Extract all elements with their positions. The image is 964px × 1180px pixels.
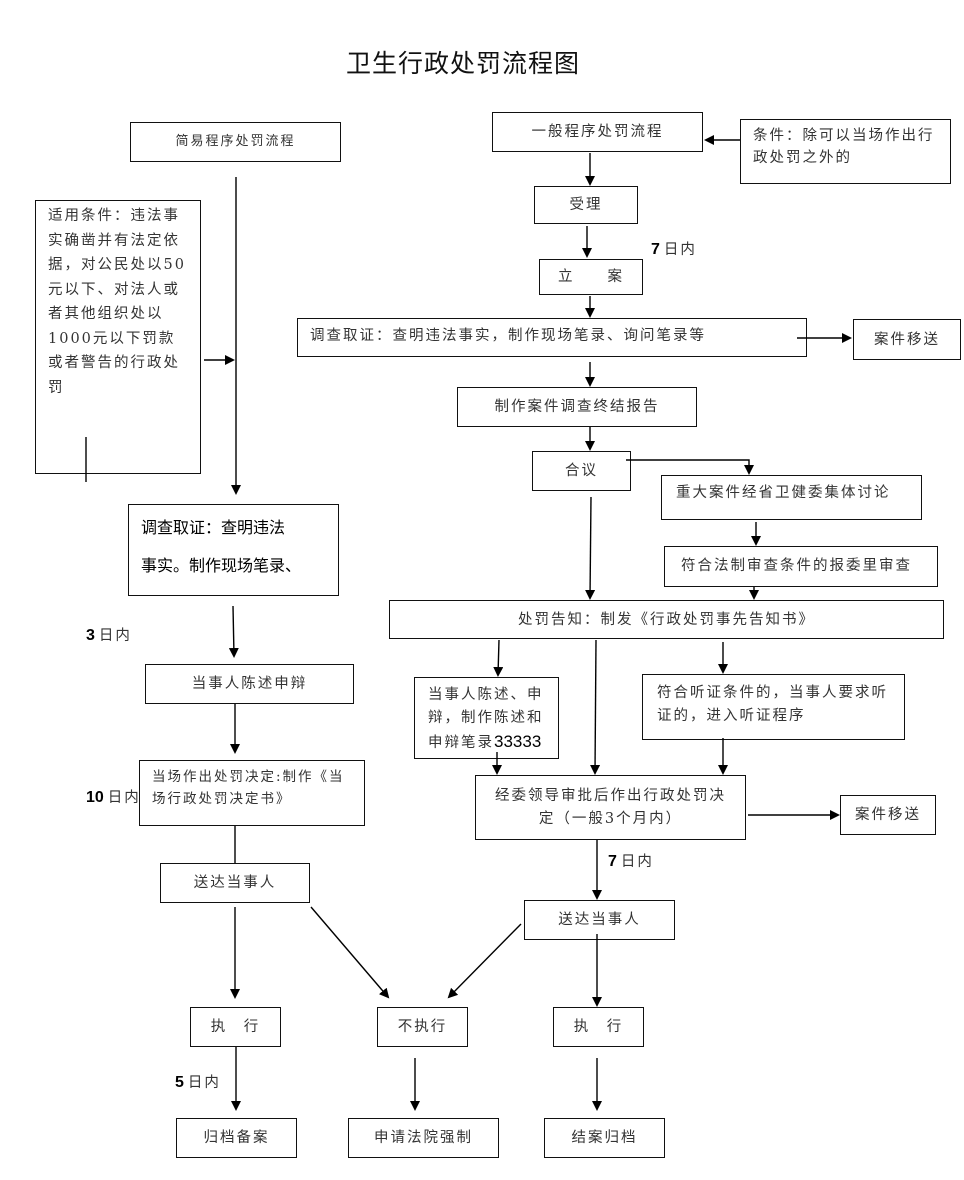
note-10-days-text: 日内 xyxy=(107,790,141,806)
arrow-deliver-to-not-execute-right xyxy=(447,923,522,999)
simple-investigate-line1: 调查取证：查明违法 xyxy=(141,520,286,537)
court-enforcement-box: 申请法院强制 xyxy=(348,1118,499,1158)
arrow-investigate-to-statement xyxy=(228,605,239,658)
simple-condition-box: 适用条件：违法事实确凿并有法定依据，对公民处以50元以下、对法人或者其他组织处以… xyxy=(35,200,201,474)
close-case-box: 结案归档 xyxy=(544,1118,665,1158)
general-execute-label: 执 行 xyxy=(573,1019,624,1035)
report-box: 制作案件调查终结报告 xyxy=(457,387,697,427)
note-3-days-text: 日内 xyxy=(98,628,132,644)
general-decision-box: 经委领导审批后作出行政处罚决定（一般3个月内） xyxy=(475,775,746,840)
arrow-notice-to-decision xyxy=(590,639,601,775)
discuss-label: 合议 xyxy=(565,463,598,479)
simple-deliver-label: 送达当事人 xyxy=(193,875,277,891)
transfer-box-1: 案件移送 xyxy=(853,319,961,360)
note-5-days-num: 5 xyxy=(175,1074,184,1091)
general-condition-box: 条件：除可以当场作出行政处罚之外的 xyxy=(740,119,951,184)
simple-procedure-header: 简易程序处罚流程 xyxy=(130,122,341,162)
simple-archive-box: 归档备案 xyxy=(176,1118,297,1158)
not-execute-box: 不执行 xyxy=(377,1007,468,1047)
simple-condition-text: 适用条件：违法事实确凿并有法定依据，对公民处以50元以下、对法人或者其他组织处以… xyxy=(48,208,186,396)
note-7-days-b-text: 日内 xyxy=(620,854,654,870)
arrow-discuss-to-major-case xyxy=(626,459,754,475)
general-investigate-box: 调查取证：查明违法事实，制作现场笔录、询问笔录等 xyxy=(297,318,807,357)
notice-label: 处罚告知：制发《行政处罚事先告知书》 xyxy=(518,611,815,628)
note-3-days-num: 3 xyxy=(86,627,95,644)
transfer-label-1: 案件移送 xyxy=(874,331,940,348)
general-statement-text: 当事人陈述、申辩，制作陈述和申辩笔录 xyxy=(428,687,544,751)
legal-review-box: 符合法制审查条件的报委里审查 xyxy=(664,546,938,587)
legal-review-text: 符合法制审查条件的报委里审查 xyxy=(681,558,912,574)
page-title: 卫生行政处罚流程图 xyxy=(346,49,581,78)
note-7-days-b-num: 7 xyxy=(608,853,617,870)
general-procedure-header-label: 一般程序处罚流程 xyxy=(531,124,664,140)
general-deliver-box: 送达当事人 xyxy=(524,900,675,940)
general-procedure-header: 一般程序处罚流程 xyxy=(492,112,703,152)
arrow-discuss-to-notice xyxy=(585,496,596,600)
general-investigate-text: 调查取证：查明违法事实，制作现场笔录、询问笔录等 xyxy=(310,328,706,344)
general-condition-text: 条件：除可以当场作出行政处罚之外的 xyxy=(753,128,935,166)
simple-archive-label: 归档备案 xyxy=(203,1130,270,1146)
accept-box: 受理 xyxy=(534,186,638,224)
simple-deliver-box: 送达当事人 xyxy=(160,863,310,903)
simple-decision-text: 当场作出处罚决定:制作《当场行政处罚决定书》 xyxy=(152,769,345,807)
register-label: 立 案 xyxy=(558,269,624,285)
court-enforcement-label: 申请法院强制 xyxy=(374,1130,473,1146)
discuss-box: 合议 xyxy=(532,451,631,491)
general-statement-suffix: 33333 xyxy=(494,732,542,751)
general-execute-box: 执 行 xyxy=(553,1007,644,1047)
simple-investigate-line2: 事实。制作现场笔录、 xyxy=(141,558,302,575)
arrow-notice-to-statement xyxy=(493,639,504,677)
note-7-days-a-text: 日内 xyxy=(663,242,697,258)
accept-label: 受理 xyxy=(569,197,603,213)
simple-execute-box: 执 行 xyxy=(190,1007,281,1047)
transfer-label-2: 案件移送 xyxy=(855,807,921,823)
arrow-deliver-to-not-execute xyxy=(310,906,390,999)
major-case-text: 重大案件经省卫健委集体讨论 xyxy=(676,485,891,501)
simple-investigate-box: 调查取证：查明违法 事实。制作现场笔录、 xyxy=(128,504,339,596)
note-10-days-num: 10 xyxy=(86,789,104,806)
hearing-box: 符合听证条件的，当事人要求听证的，进入听证程序 xyxy=(642,674,905,740)
report-label: 制作案件调查终结报告 xyxy=(494,399,660,415)
register-box: 立 案 xyxy=(539,259,643,295)
major-case-box: 重大案件经省卫健委集体讨论 xyxy=(661,475,922,520)
simple-execute-label: 执 行 xyxy=(210,1019,261,1035)
notice-box: 处罚告知：制发《行政处罚事先告知书》 xyxy=(389,600,944,639)
transfer-box-2: 案件移送 xyxy=(840,795,936,835)
general-deliver-label: 送达当事人 xyxy=(558,912,641,928)
general-decision-text: 经委领导审批后作出行政处罚决定（一般3个月内） xyxy=(495,787,726,827)
note-5-days-text: 日内 xyxy=(187,1075,221,1091)
simple-statement-label: 当事人陈述申辩 xyxy=(191,676,308,692)
close-case-label: 结案归档 xyxy=(571,1130,638,1146)
note-7-days-a-num: 7 xyxy=(651,241,660,258)
general-statement-box: 当事人陈述、申辩，制作陈述和申辩笔录33333 xyxy=(414,677,559,759)
not-execute-label: 不执行 xyxy=(397,1019,448,1035)
simple-decision-box: 当场作出处罚决定:制作《当场行政处罚决定书》 xyxy=(139,760,365,826)
simple-procedure-header-label: 简易程序处罚流程 xyxy=(175,134,296,149)
simple-statement-box: 当事人陈述申辩 xyxy=(145,664,354,704)
hearing-text: 符合听证条件的，当事人要求听证的，进入听证程序 xyxy=(657,685,888,724)
